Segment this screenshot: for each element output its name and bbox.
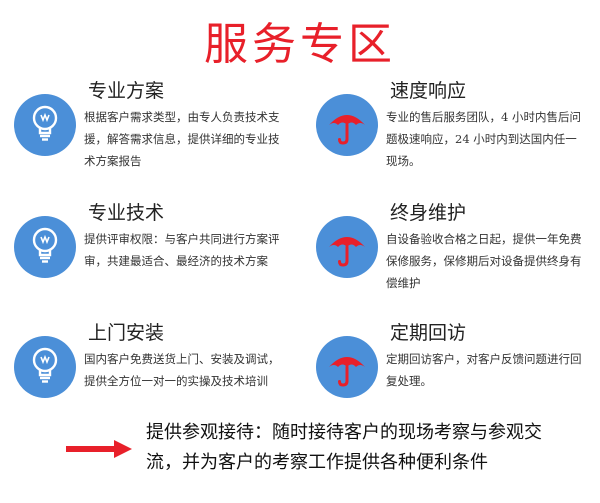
card-title: 速度响应 xyxy=(390,80,467,102)
umbrella-icon xyxy=(316,216,378,278)
page-title: 服务专区 xyxy=(204,19,396,70)
card-title: 终身维护 xyxy=(390,202,467,224)
card-description: 定期回访客户，对客户反馈问题进行回复处理。 xyxy=(386,352,582,388)
service-card-fast-response: 速度响应 专业的售后服务团队，4 小时内售后问题极速响应，24 小时内到达国内任… xyxy=(302,76,592,186)
lightbulb-icon xyxy=(14,94,76,156)
lightbulb-icon xyxy=(14,216,76,278)
service-card-professional-tech: 专业技术 提供评审权限：与客户共同进行方案评审，共建最适合、最经济的技术方案 xyxy=(0,198,290,308)
service-card-professional-plan: 专业方案 根据客户需求类型，由专人负责技术支援，解答需求信息，提供详细的专业技术… xyxy=(0,76,290,186)
card-description: 提供评审权限：与客户共同进行方案评审，共建最适合、最经济的技术方案 xyxy=(84,232,280,268)
service-card-regular-visit: 定期回访 定期回访客户，对客户反馈问题进行回复处理。 xyxy=(302,318,592,428)
card-description: 国内客户免费送货上门、安装及调试，提供全方位一对一的实操及技术培训 xyxy=(84,352,280,388)
card-description: 自设备验收合格之日起，提供一年免费保修服务，保修期后对设备提供终身有偿维护 xyxy=(386,232,582,290)
card-title: 专业方案 xyxy=(88,80,165,102)
umbrella-icon xyxy=(316,94,378,156)
umbrella-icon xyxy=(316,336,378,398)
card-title: 定期回访 xyxy=(390,322,467,344)
card-title: 专业技术 xyxy=(88,202,165,224)
card-title: 上门安装 xyxy=(88,322,165,344)
service-card-lifetime-maintenance: 终身维护 自设备验收合格之日起，提供一年免费保修服务，保修期后对设备提供终身有偿… xyxy=(302,198,592,308)
service-card-onsite-install: 上门安装 国内客户免费送货上门、安装及调试，提供全方位一对一的实操及技术培训 xyxy=(0,318,290,428)
card-description: 根据客户需求类型，由专人负责技术支援，解答需求信息，提供详细的专业技术方案报告 xyxy=(84,110,280,168)
card-description: 专业的售后服务团队，4 小时内售后问题极速响应，24 小时内到达国内任一现场。 xyxy=(386,110,581,168)
red-arrow-icon xyxy=(66,440,132,462)
visit-reception-text: 提供参观接待：随时接待客户的现场考察与参观交流，并为客户的考察工作提供各种便利条… xyxy=(146,422,542,473)
lightbulb-icon xyxy=(14,336,76,398)
